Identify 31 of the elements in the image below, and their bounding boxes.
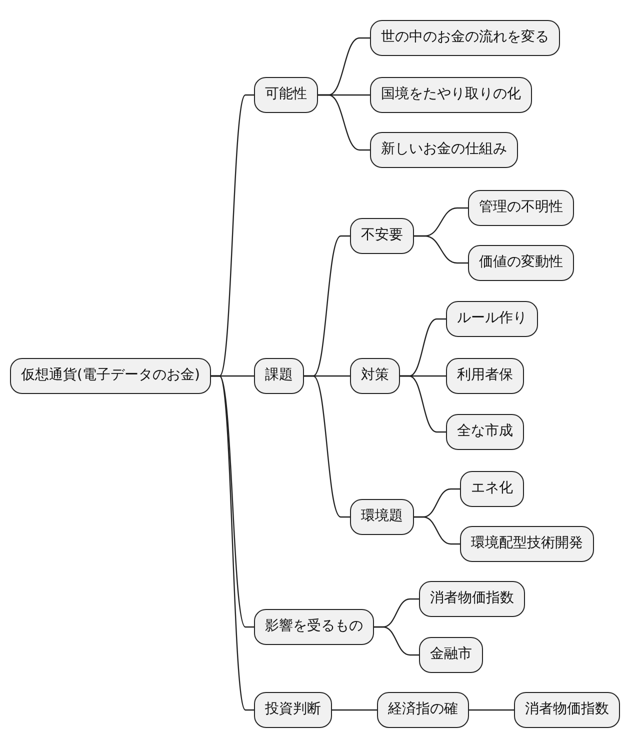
root-topic-box: 仮想通貨(電子データのお金) [10, 358, 211, 394]
topic-box: 影響を受るもの [254, 609, 374, 645]
topic-box: 課題 [254, 358, 304, 394]
topic-box: 消者物価指数 [514, 692, 620, 728]
topic-box: 可能性 [254, 77, 318, 113]
connector-line [414, 235, 468, 264]
connector-line [400, 375, 446, 433]
topic-box: ルール作り [446, 301, 538, 337]
topic-box: 消者物価指数 [419, 581, 525, 617]
topic-box: 新しいお金の仕組み [370, 132, 518, 168]
connector-line [374, 626, 419, 656]
connector-line [332, 709, 377, 711]
topic-box: 世の中のお金の流れを変る [370, 20, 560, 56]
topic-box: 金融市 [419, 637, 483, 673]
connector-line [304, 375, 350, 518]
connector-line [211, 375, 254, 711]
connector-line [318, 94, 370, 151]
topic-box: エネ化 [460, 471, 524, 507]
topic-box: 環境配型技術開発 [460, 526, 594, 562]
connector-line [469, 709, 514, 711]
topic-box: 利用者保 [446, 358, 524, 394]
topic-box: 国境をたやり取りの化 [370, 77, 532, 113]
topic-box: 価値の変動性 [468, 245, 574, 281]
topic-box: 不安要 [350, 218, 414, 254]
topic-box: 投資判断 [254, 692, 332, 728]
topic-box: 対策 [350, 358, 400, 394]
topic-box: 全な市成 [446, 414, 524, 450]
topic-box: 管理の不明性 [468, 190, 574, 226]
connector-line [414, 516, 460, 545]
topic-box: 環境題 [350, 499, 414, 535]
topic-box: 経済指の確 [377, 692, 469, 728]
